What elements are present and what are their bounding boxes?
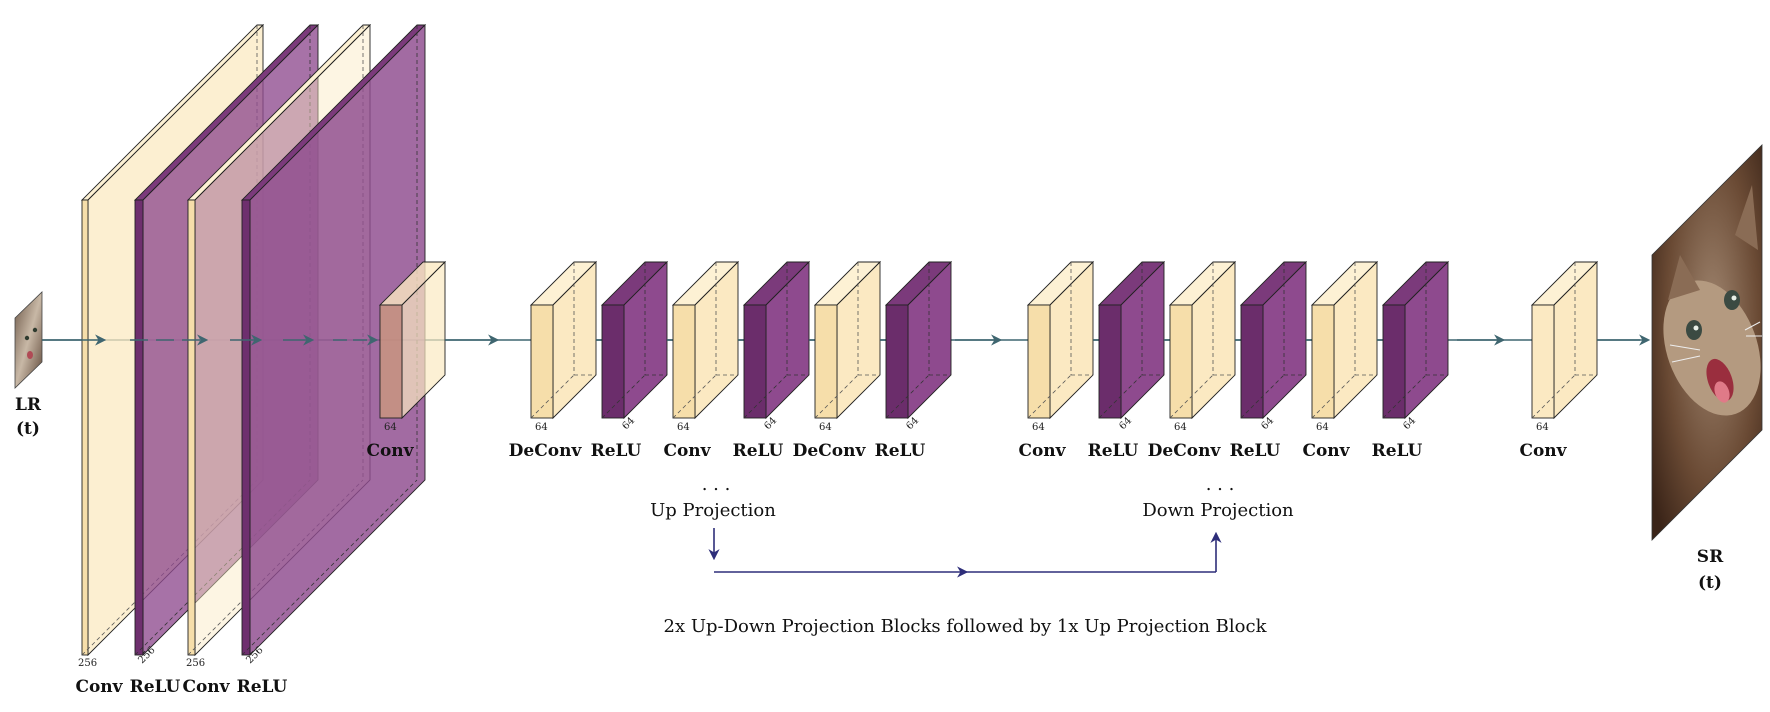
- down-projection-title: Down Projection: [1142, 500, 1294, 521]
- fe-channels-3: 256: [186, 658, 205, 669]
- projection-loop-connector: [708, 528, 1222, 578]
- final-conv-channels: 64: [1536, 422, 1549, 433]
- up-label-2: ReLU: [591, 441, 642, 461]
- up-projection-title: Up Projection: [650, 500, 776, 521]
- down-block-6-relu: [1381, 260, 1450, 420]
- up-block-1-conv: [529, 260, 598, 420]
- feature-extraction-block: [80, 23, 427, 657]
- down-channels-5: 64: [1316, 422, 1329, 433]
- down-label-2: ReLU: [1088, 441, 1139, 461]
- down-label-5: Conv: [1302, 441, 1350, 461]
- final-conv-label: Conv: [1519, 441, 1567, 461]
- down-block-3-conv: [1168, 260, 1237, 420]
- down-label-1: Conv: [1018, 441, 1066, 461]
- up-block-5-conv: [813, 260, 882, 420]
- input-label-line2: (t): [16, 419, 40, 439]
- down-label-6: ReLU: [1372, 441, 1423, 461]
- up-block-2-relu: [600, 260, 669, 420]
- final-conv-block: [1530, 260, 1599, 420]
- up-block-3-conv: [671, 260, 740, 420]
- down-projection-dots: . . .: [1206, 474, 1235, 495]
- output-image: [1651, 144, 1763, 541]
- fe-label-1: Conv: [75, 677, 123, 697]
- caption: 2x Up-Down Projection Blocks followed by…: [664, 616, 1268, 637]
- down-channels-1: 64: [1032, 422, 1045, 433]
- up-label-3: Conv: [663, 441, 711, 461]
- up-channels-3: 64: [677, 422, 690, 433]
- down-block-1-conv: [1026, 260, 1095, 420]
- fe-label-3: Conv: [182, 677, 230, 697]
- down-label-4: ReLU: [1230, 441, 1281, 461]
- up-label-6: ReLU: [875, 441, 926, 461]
- up-channels-1: 64: [535, 422, 548, 433]
- fe-channels-1: 256: [78, 658, 97, 669]
- down-block-2-relu: [1097, 260, 1166, 420]
- up-projection-dots: . . .: [702, 474, 731, 495]
- up-label-5: DeConv: [793, 441, 867, 461]
- up-label-1: DeConv: [509, 441, 583, 461]
- input-label-line1: LR: [15, 395, 42, 415]
- up-channels-5: 64: [819, 422, 832, 433]
- reduction-conv-channels: 64: [384, 422, 397, 433]
- output-label-line2: (t): [1698, 573, 1722, 593]
- up-block-6-relu: [884, 260, 953, 420]
- fe-label-4: ReLU: [237, 677, 288, 697]
- up-label-4: ReLU: [733, 441, 784, 461]
- down-label-3: DeConv: [1148, 441, 1222, 461]
- up-block-4-relu: [742, 260, 811, 420]
- reduction-conv-label: Conv: [366, 441, 414, 461]
- down-channels-3: 64: [1174, 422, 1187, 433]
- input-image: [14, 291, 43, 389]
- down-block-4-relu: [1239, 260, 1308, 420]
- reduction-conv-block: [378, 260, 447, 420]
- fe-label-2: ReLU: [130, 677, 181, 697]
- output-label-line1: SR: [1697, 547, 1724, 567]
- down-block-5-conv: [1310, 260, 1379, 420]
